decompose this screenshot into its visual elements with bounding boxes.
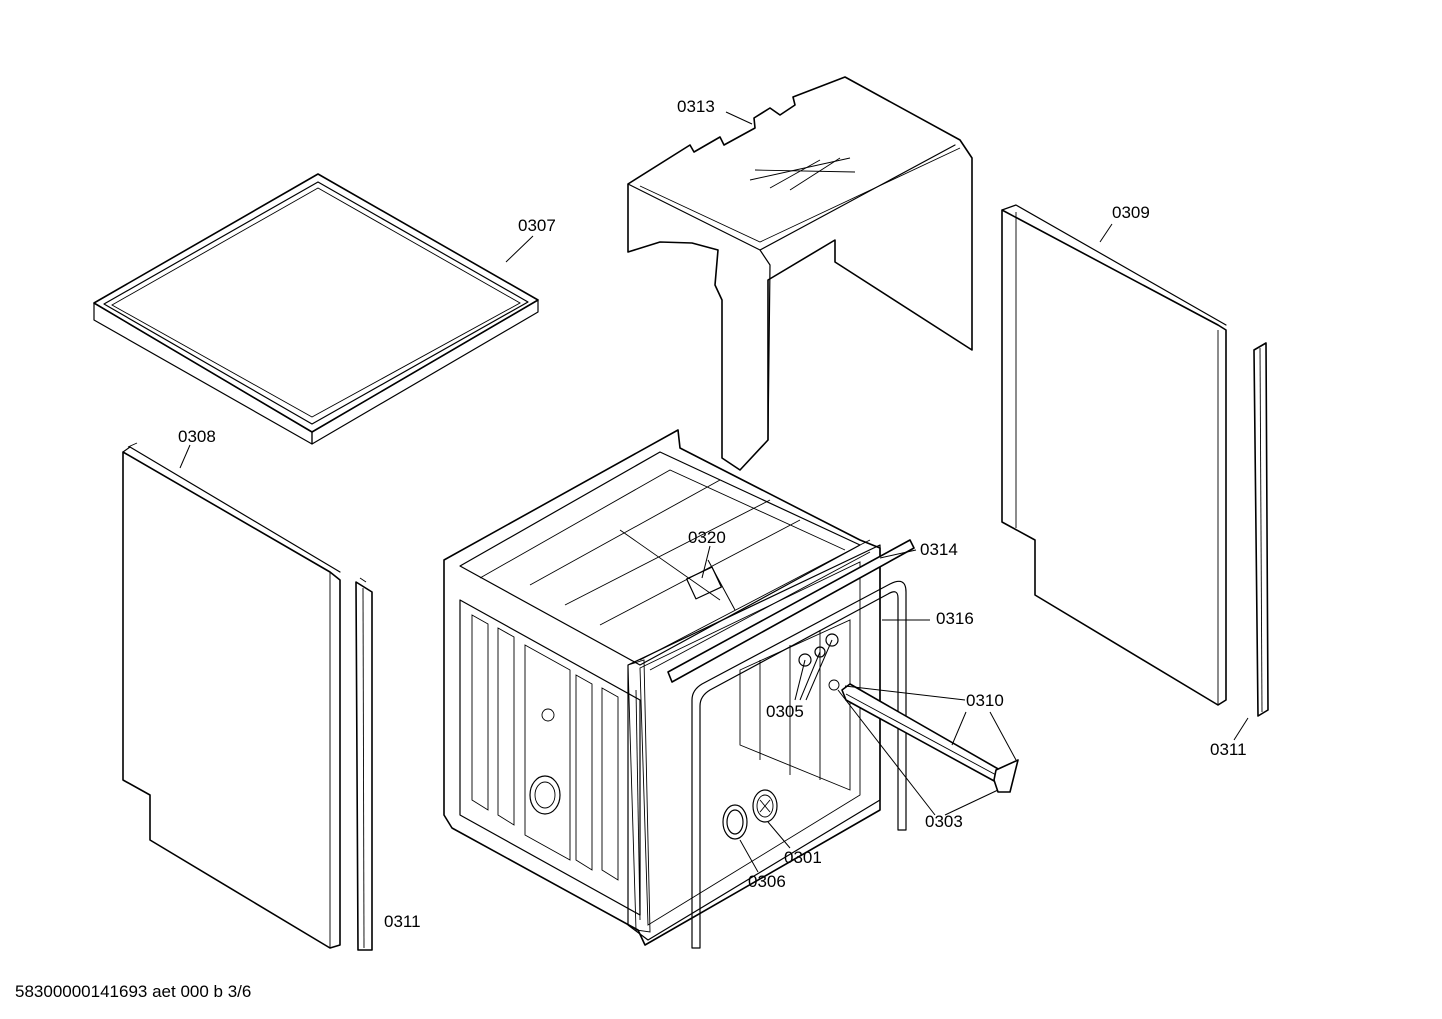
part-0316-door-gasket [691, 580, 907, 949]
part-0311-right-strip [1253, 342, 1269, 717]
label-0313: 0313 [677, 97, 715, 116]
part-0309-right-side-panel [1001, 204, 1227, 706]
label-0314: 0314 [920, 540, 958, 559]
part-0308-left-side-panel [122, 442, 341, 949]
label-0301: 0301 [784, 848, 822, 867]
label-0311-right: 0311 [1210, 740, 1247, 759]
label-0309: 0309 [1112, 203, 1150, 222]
label-0305: 0305 [766, 702, 804, 721]
label-0316: 0316 [936, 609, 974, 628]
part-main-tub [443, 429, 881, 946]
part-0306-ring [722, 804, 748, 840]
label-0307: 0307 [518, 216, 556, 235]
label-0310: 0310 [966, 691, 1004, 710]
label-0311-left: 0311 [384, 912, 421, 931]
part-0311-left-strip [355, 577, 373, 951]
label-0320: 0320 [688, 528, 726, 547]
part-labels: 0313 0307 0309 0308 0320 0314 0316 0310 … [178, 97, 1247, 931]
leader-lines [179, 111, 1249, 873]
label-0308: 0308 [178, 427, 216, 446]
part-0301-filter-cap [752, 789, 778, 823]
footer-code: 58300000141693 aet 000 b 3/6 [15, 982, 251, 1001]
label-0306: 0306 [748, 872, 786, 891]
part-0310-spray-arm [841, 683, 1019, 793]
part-0307-top-cover [93, 173, 539, 445]
part-0314-seal-strip [639, 539, 915, 683]
label-0303: 0303 [925, 812, 963, 831]
part-0313-insulation-hood [627, 76, 973, 471]
